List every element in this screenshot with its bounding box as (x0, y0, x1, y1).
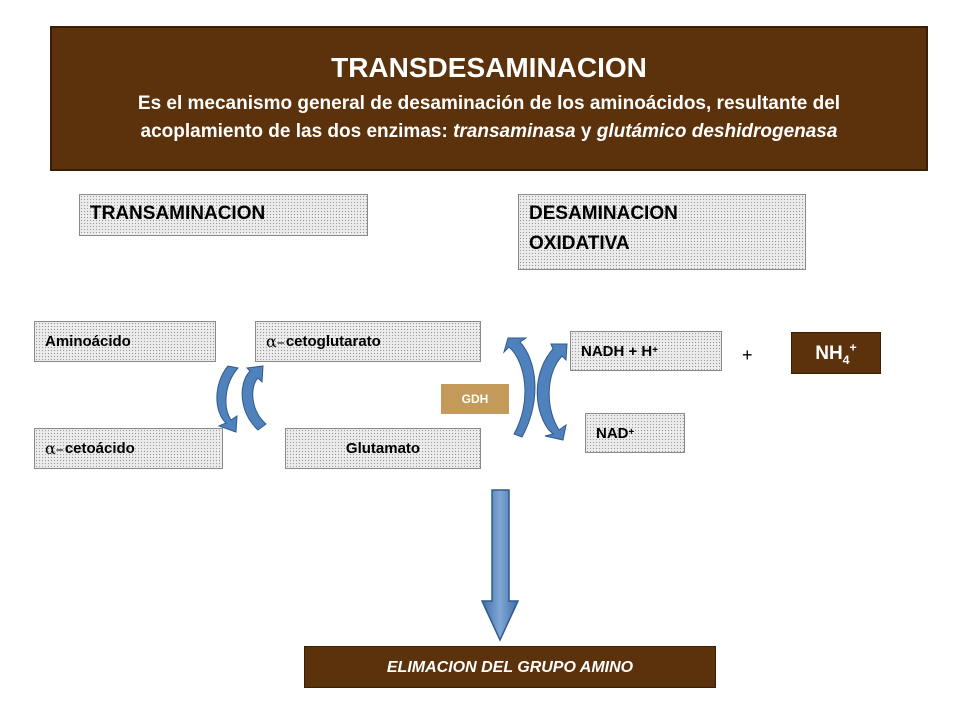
desaminacion-label-1: DESAMINACION (529, 203, 678, 224)
enzyme-transaminasa: transaminasa (453, 121, 576, 142)
glutamato-label: Glutamato (345, 440, 421, 457)
definition-text: Es el mecanismo general de desaminación … (52, 90, 926, 146)
plus-sign: + (742, 345, 753, 365)
definition-prefix: acoplamiento de las dos enzimas: (140, 121, 454, 142)
definition-line-2: acoplamiento de las dos enzimas: transam… (52, 118, 926, 146)
curved-arrow-gdh-left-icon (502, 337, 536, 438)
nad-label: NAD (596, 424, 629, 442)
alpha-symbol: α– (45, 439, 64, 458)
aminoacido-label: Aminoácido (45, 333, 131, 350)
nadh-box: NADH + H+ (570, 331, 722, 371)
nad-box: NAD+ (585, 413, 685, 453)
curved-arrow-gdh-right-icon (536, 343, 568, 441)
result-box: ELIMACION DEL GRUPO AMINO (304, 646, 716, 688)
definition-join: y (575, 121, 597, 142)
desaminacion-label-2: OXIDATIVA (529, 233, 630, 254)
ammonium-box: NH4+ (791, 332, 881, 374)
cetoacido-box: α–cetoácido (34, 428, 223, 469)
glutamato-box: Glutamato (285, 428, 481, 469)
desaminacion-box: DESAMINACION OXIDATIVA (518, 194, 806, 270)
nadh-label: NADH + H (581, 342, 653, 360)
curved-arrow-right-icon (241, 365, 267, 431)
transaminacion-label: TRANSAMINACION (90, 203, 266, 224)
nh4-base: NH (815, 343, 843, 364)
alpha-symbol: α– (266, 332, 285, 351)
main-title: TRANSDESAMINACION (331, 52, 647, 83)
enzyme-gdh: glutámico deshidrogenasa (596, 121, 838, 142)
nh4-superscript: + (849, 340, 857, 355)
title-banner: TRANSDESAMINACION Es el mecanismo genera… (50, 26, 928, 171)
result-label: ELIMACION DEL GRUPO AMINO (386, 659, 634, 676)
transaminacion-box: TRANSAMINACION (79, 194, 368, 236)
cetoglutarato-box: α–cetoglutarato (255, 321, 481, 362)
gdh-enzyme-label: GDH (441, 384, 509, 414)
down-arrow-icon (480, 489, 520, 642)
cetoglutarato-label: cetoglutarato (285, 333, 381, 350)
cetoacido-label: cetoácido (64, 440, 135, 457)
curved-arrow-left-icon (216, 365, 239, 433)
nh4-subscript: 4 (842, 352, 850, 367)
aminoacido-box: Aminoácido (34, 321, 216, 362)
definition-line-1: Es el mecanismo general de desaminación … (137, 93, 841, 114)
